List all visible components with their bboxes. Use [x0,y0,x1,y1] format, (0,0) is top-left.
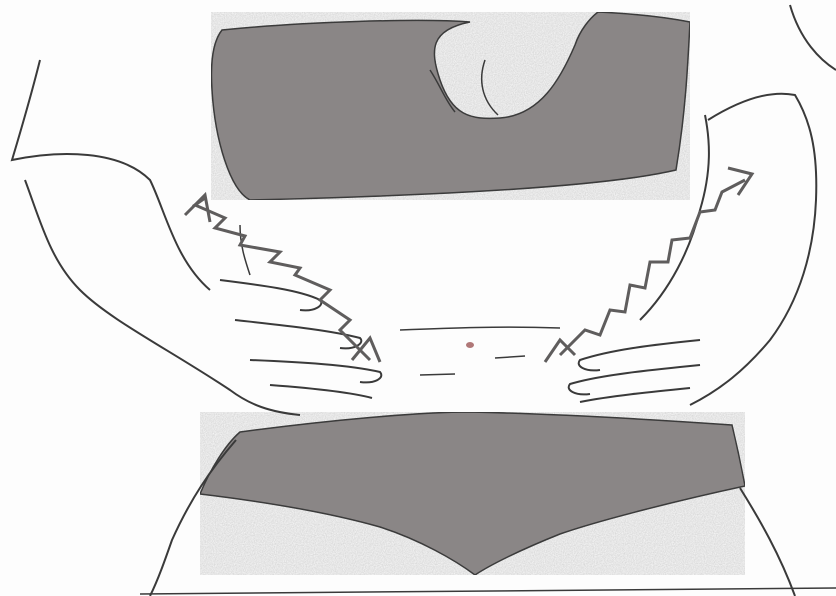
left-arrowhead-top [185,195,210,222]
belly-line-lower-right [495,356,525,358]
right-hand-finger-3 [580,388,690,402]
left-hand-finger-1 [220,280,321,310]
ground-line [140,588,836,594]
left-zigzag-arrow [195,198,370,360]
right-hand-finger-1 [579,340,700,370]
right-hip-outline [740,488,795,596]
briefs [200,412,745,575]
left-arm-outline [12,60,210,290]
right-zigzag-arrow [560,180,745,355]
left-forearm-outline [25,180,300,415]
left-hand-finger-3 [250,360,381,382]
left-hand-finger-4 [270,385,372,398]
cleavage-line-right [482,60,498,115]
navel [466,342,474,348]
waist-line-left [240,225,250,275]
belly-line-upper [400,327,560,330]
right-arm-outline [790,5,836,70]
belly-line-lower-left [420,374,455,375]
left-arrowhead-bottom [352,338,380,362]
